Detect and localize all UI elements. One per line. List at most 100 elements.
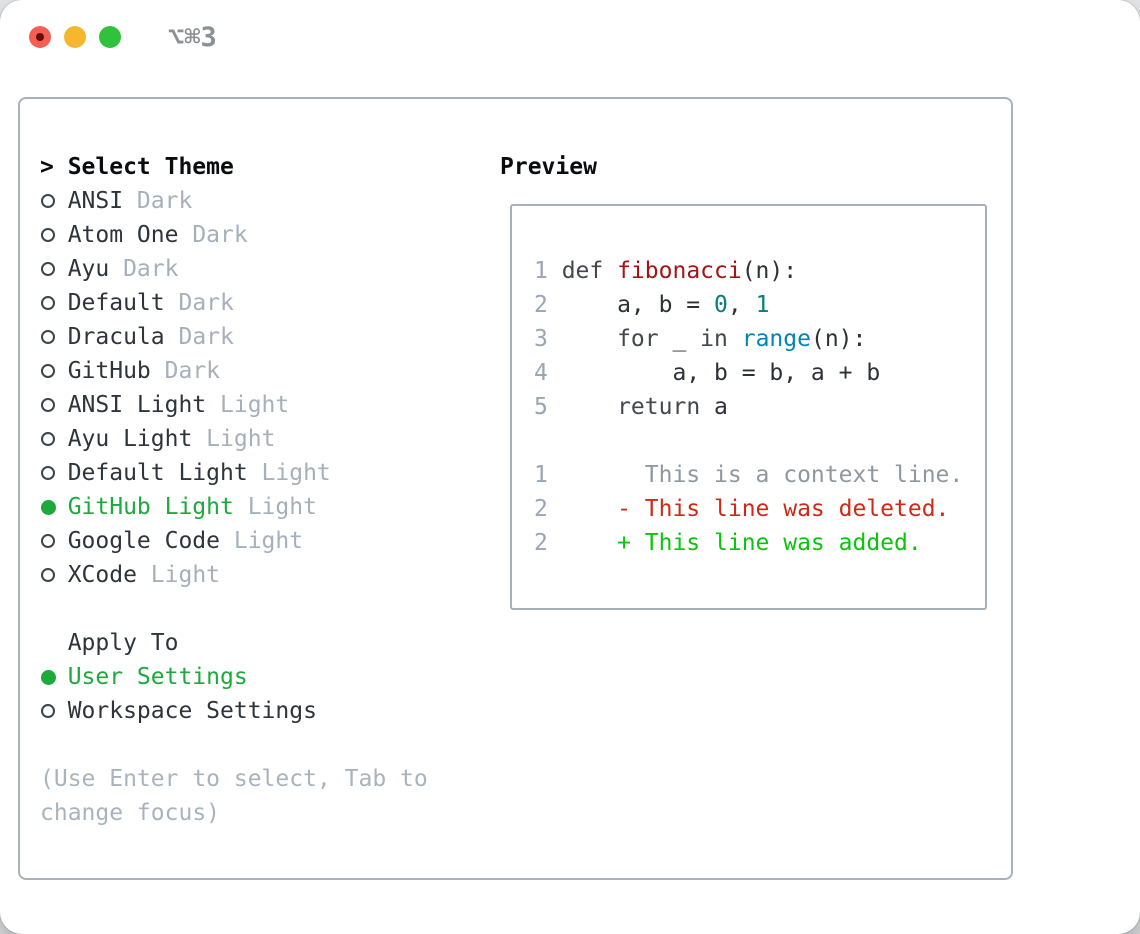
line-number: 5: [534, 394, 548, 420]
theme-option[interactable]: Ayu Light Light: [40, 422, 490, 456]
code-segment-number: 0: [714, 292, 728, 318]
code-segment-plain: a, b =: [561, 292, 715, 318]
radio-selected-icon: [40, 660, 68, 694]
theme-variant: Light: [150, 562, 221, 588]
apply-to-label: Apply To: [67, 630, 179, 656]
unsaved-dot-icon: [36, 33, 44, 41]
code-segment-plain: a: [700, 394, 728, 420]
theme-variant: Light: [261, 460, 331, 486]
line-number: 1: [534, 462, 548, 488]
titlebar: ⌥⌘3: [0, 0, 1140, 74]
line-number: 2: [534, 292, 548, 318]
theme-option[interactable]: Ayu Dark: [40, 252, 490, 286]
minimize-button[interactable]: [64, 26, 86, 48]
radio-icon: [40, 218, 68, 252]
theme-option[interactable]: GitHub Light Light: [40, 490, 490, 524]
theme-variant: Light: [247, 494, 317, 520]
theme-variant: Dark: [178, 324, 234, 350]
theme-option[interactable]: XCode Light: [40, 558, 490, 592]
line-number: 2: [534, 530, 548, 556]
code-line: 3 for _ in range(n):: [534, 322, 985, 356]
diff-deleted-line: 2 - This line was deleted.: [534, 492, 985, 526]
code-line: 1 def fibonacci(n):: [534, 254, 985, 288]
theme-name: Atom One: [67, 222, 179, 248]
theme-name: Default: [67, 290, 165, 316]
code-line: 4 a, b = b, a + b: [534, 356, 985, 390]
diff-added-line: 2 + This line was added.: [534, 526, 985, 560]
theme-variant: Dark: [178, 290, 234, 316]
theme-name: Google Code: [67, 528, 221, 554]
theme-name: Ayu Light: [67, 426, 193, 452]
theme-variant: Dark: [192, 222, 248, 248]
theme-option[interactable]: Default Dark: [40, 286, 490, 320]
preview-header: Preview: [500, 154, 597, 180]
radio-icon: [40, 456, 68, 490]
apply-to-option[interactable]: Workspace Settings: [40, 694, 490, 728]
apply-to-header: Apply To: [40, 626, 490, 660]
theme-name: XCode: [67, 562, 137, 588]
code-line: 5 return a: [534, 390, 985, 424]
theme-name: GitHub Light: [67, 494, 234, 520]
spacer: [40, 728, 490, 762]
radio-icon: [40, 694, 68, 728]
code-segment-plain: [562, 326, 617, 352]
theme-name: Ayu: [67, 256, 110, 282]
radio-icon: [40, 286, 68, 320]
code-segment-plain: ,: [727, 292, 756, 318]
apply-to-option-label: Workspace Settings: [67, 698, 317, 724]
radio-icon: [40, 422, 68, 456]
code-segment-context: This is a context line.: [561, 462, 964, 488]
radio-icon: [40, 524, 68, 558]
maximize-button[interactable]: [99, 26, 121, 48]
theme-variant: Dark: [123, 256, 179, 282]
code-segment-keyword: return: [617, 394, 701, 420]
hint-text: (Use Enter to select, Tab to change focu…: [40, 766, 442, 826]
radio-icon: [40, 252, 68, 286]
code-segment-title: fibonacci: [617, 258, 742, 284]
theme-option[interactable]: Dracula Dark: [40, 320, 490, 354]
code-segment-keyword: for: [617, 326, 659, 352]
radio-icon: [40, 388, 68, 422]
radio-icon: [40, 558, 68, 592]
code-segment-added: + This line was added.: [561, 530, 922, 556]
apply-to-option[interactable]: User Settings: [40, 660, 490, 694]
theme-option[interactable]: Atom One Dark: [40, 218, 490, 252]
code-segment-plain: _: [658, 326, 701, 352]
theme-name: Dracula: [67, 324, 165, 350]
theme-variant: Light: [206, 426, 276, 452]
radio-icon: [40, 184, 68, 218]
code-line: 2 a, b = 0, 1: [534, 288, 985, 322]
theme-option[interactable]: Google Code Light: [40, 524, 490, 558]
apply-to-option-label: User Settings: [67, 664, 248, 690]
code-segment-plain: [562, 394, 617, 420]
code-segment-plain: (n):: [741, 258, 798, 284]
radio-icon: [40, 354, 68, 388]
line-number: 3: [534, 326, 548, 352]
theme-option[interactable]: ANSI Dark: [40, 184, 490, 218]
line-number: 1: [534, 258, 548, 284]
window-title: ⌥⌘3: [168, 22, 217, 53]
code-segment-builtin: range: [741, 326, 811, 352]
theme-name: ANSI: [67, 188, 124, 214]
code-segment-plain: a, b = b, a + b: [561, 360, 881, 386]
spacer: [40, 592, 490, 626]
code-segment-deleted: - This line was deleted.: [561, 496, 950, 522]
theme-variant: Light: [233, 528, 304, 554]
theme-variant: Light: [220, 392, 290, 418]
select-theme-label: Select Theme: [67, 154, 234, 180]
code-segment-keyword: in: [700, 326, 728, 352]
code-segment-keyword: def: [561, 258, 618, 284]
radio-icon: [40, 320, 68, 354]
radio-selected-icon: [40, 490, 68, 524]
close-button[interactable]: [29, 26, 51, 48]
diff-context-line: 1 This is a context line.: [534, 458, 985, 492]
theme-variant: Dark: [136, 188, 193, 214]
theme-name: GitHub: [67, 358, 151, 384]
